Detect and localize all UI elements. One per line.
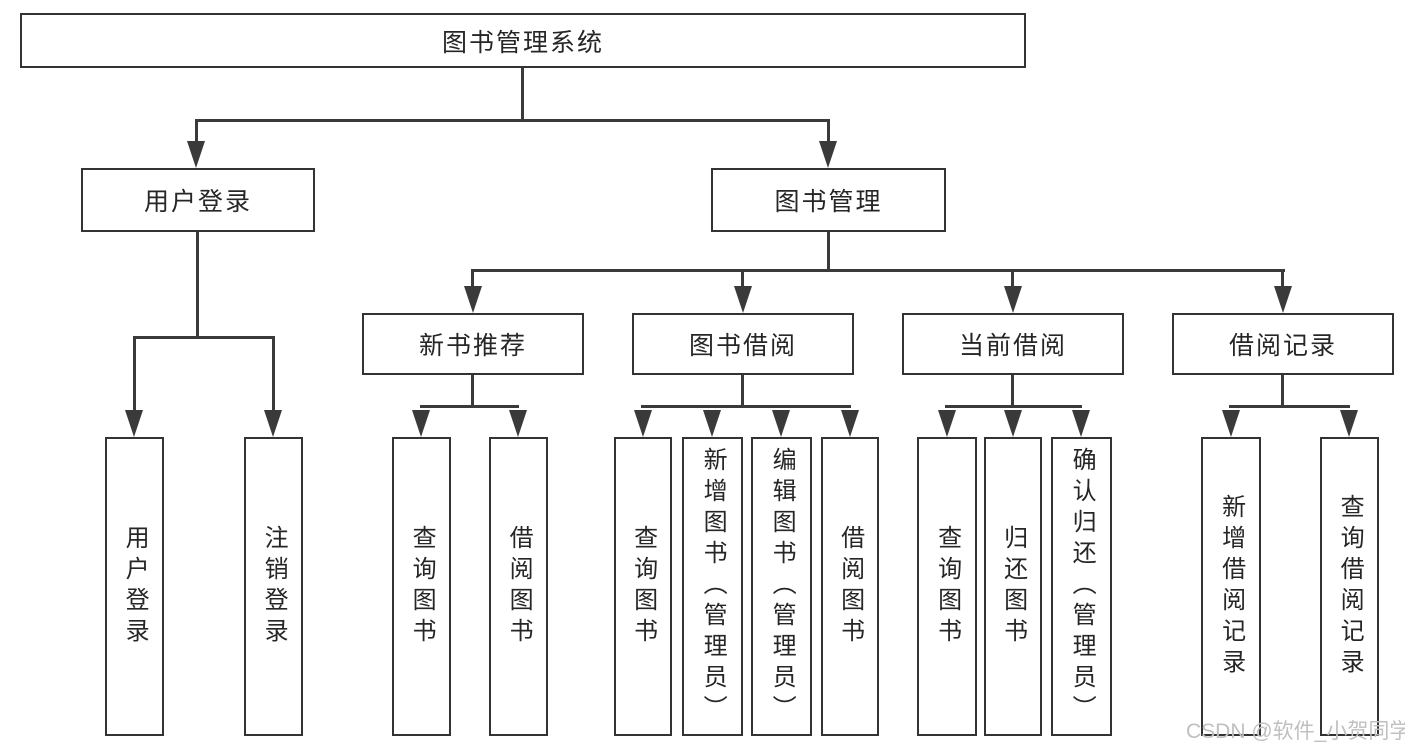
arrow-down-icon [264, 410, 282, 437]
node-user-login-label: 用户登录 [143, 188, 252, 216]
node-leaf-edit-book-admin-label: 编辑图书（管理员） [768, 447, 796, 726]
arrow-down-icon [1072, 410, 1090, 437]
node-leaf-return-book: 归还图书 [984, 437, 1042, 736]
node-leaf-query-books-current-label: 查询图书 [933, 524, 961, 649]
arrow-down-icon [772, 410, 790, 437]
node-leaf-confirm-return-admin-label: 确认归还（管理员） [1068, 447, 1096, 726]
node-leaf-edit-book-admin: 编辑图书（管理员） [751, 437, 812, 736]
connector-recommend-stem [471, 375, 474, 408]
node-book-borrow-label: 图书借阅 [688, 332, 797, 360]
node-leaf-borrow-books: 借阅图书 [821, 437, 879, 736]
node-leaf-query-books-recommend-label: 查询图书 [408, 524, 436, 649]
arrow-down-icon [464, 286, 482, 313]
node-leaf-user-login-label: 用户登录 [121, 524, 149, 649]
arrow-down-icon [634, 410, 652, 437]
connector-bookmgmt-drop-3 [1011, 269, 1014, 291]
arrow-down-icon [187, 141, 205, 168]
arrow-down-icon [412, 410, 430, 437]
node-leaf-logout-label: 注销登录 [260, 524, 288, 649]
connector-bookmgmt-drop-1 [471, 269, 474, 291]
node-root-label: 图书管理系统 [441, 28, 604, 57]
node-book-management-label: 图书管理 [774, 188, 883, 216]
node-book-borrow: 图书借阅 [632, 313, 854, 375]
node-borrow-records-label: 借阅记录 [1228, 332, 1337, 360]
connector-root-drop-left [195, 119, 198, 144]
connector-borrow-stem [741, 375, 744, 408]
watermark: CSDN @软件_小贺同学 [1186, 720, 1405, 743]
connector-records-bar [1229, 405, 1350, 408]
arrow-down-icon [1274, 286, 1292, 313]
node-current-borrow: 当前借阅 [902, 313, 1124, 375]
node-leaf-add-book-admin: 新增图书（管理员） [682, 437, 743, 736]
node-current-borrow-label: 当前借阅 [958, 332, 1067, 360]
node-root: 图书管理系统 [20, 13, 1026, 68]
connector-userlogin-drop-1 [133, 336, 136, 412]
node-new-book-recommend: 新书推荐 [362, 313, 584, 375]
node-leaf-borrow-books-recommend: 借阅图书 [489, 437, 548, 736]
connector-borrow-bar [641, 405, 851, 408]
connector-bookmgmt-drop-4 [1281, 269, 1284, 291]
connector-current-bar [945, 405, 1082, 408]
node-leaf-user-login: 用户登录 [105, 437, 164, 736]
arrow-down-icon [1004, 286, 1022, 313]
connector-userlogin-drop-2 [272, 336, 275, 412]
node-leaf-add-borrow-record-label: 新增借阅记录 [1217, 493, 1245, 680]
arrow-down-icon [509, 410, 527, 437]
connector-bookmgmt-stem [827, 232, 830, 272]
node-borrow-records: 借阅记录 [1172, 313, 1394, 375]
node-leaf-query-books-borrow-label: 查询图书 [629, 524, 657, 649]
arrow-down-icon [1340, 410, 1358, 437]
arrow-down-icon [125, 410, 143, 437]
connector-records-stem [1281, 375, 1284, 408]
connector-current-stem [1011, 375, 1014, 408]
node-book-management: 图书管理 [711, 168, 946, 232]
node-new-book-recommend-label: 新书推荐 [418, 332, 527, 360]
arrow-down-icon [819, 141, 837, 168]
connector-root-stem [521, 68, 524, 122]
arrow-down-icon [703, 410, 721, 437]
node-leaf-query-books-borrow: 查询图书 [614, 437, 672, 736]
arrow-down-icon [1222, 410, 1240, 437]
arrow-down-icon [734, 286, 752, 313]
connector-bookmgmt-drop-2 [741, 269, 744, 291]
node-leaf-query-books-current: 查询图书 [917, 437, 977, 736]
node-leaf-query-books-recommend: 查询图书 [392, 437, 451, 736]
node-leaf-confirm-return-admin: 确认归还（管理员） [1051, 437, 1112, 736]
node-user-login: 用户登录 [81, 168, 315, 232]
arrow-down-icon [1004, 410, 1022, 437]
node-leaf-borrow-books-recommend-label: 借阅图书 [505, 524, 533, 649]
node-leaf-add-borrow-record: 新增借阅记录 [1201, 437, 1261, 736]
node-leaf-query-borrow-record-label: 查询借阅记录 [1336, 493, 1364, 680]
connector-userlogin-bar [133, 336, 274, 339]
connector-recommend-bar [420, 405, 519, 408]
arrow-down-icon [938, 410, 956, 437]
connector-root-drop-right [827, 119, 830, 144]
node-leaf-query-borrow-record: 查询借阅记录 [1320, 437, 1379, 736]
node-leaf-add-book-admin-label: 新增图书（管理员） [699, 447, 727, 726]
arrow-down-icon [841, 410, 859, 437]
node-leaf-return-book-label: 归还图书 [999, 524, 1027, 649]
connector-root-bar [196, 119, 829, 122]
node-leaf-borrow-books-label: 借阅图书 [836, 524, 864, 649]
connector-userlogin-stem [196, 232, 199, 339]
connector-bookmgmt-bar [471, 269, 1285, 272]
node-leaf-logout: 注销登录 [244, 437, 303, 736]
